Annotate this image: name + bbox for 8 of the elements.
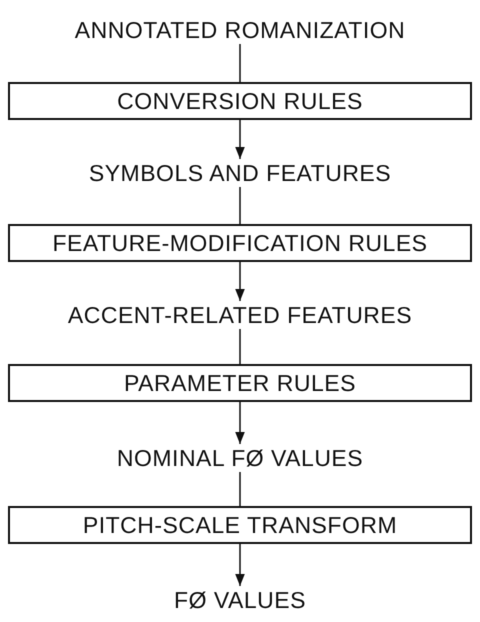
arrow: [235, 544, 245, 586]
process-box: PARAMETER RULES: [8, 364, 472, 402]
process-box: FEATURE-MODIFICATION RULES: [8, 224, 472, 262]
arrow: [235, 402, 245, 444]
process-box: CONVERSION RULES: [8, 82, 472, 120]
arrow: [235, 120, 245, 159]
process-box: PITCH-SCALE TRANSFORM: [8, 506, 472, 544]
arrow: [235, 262, 245, 301]
